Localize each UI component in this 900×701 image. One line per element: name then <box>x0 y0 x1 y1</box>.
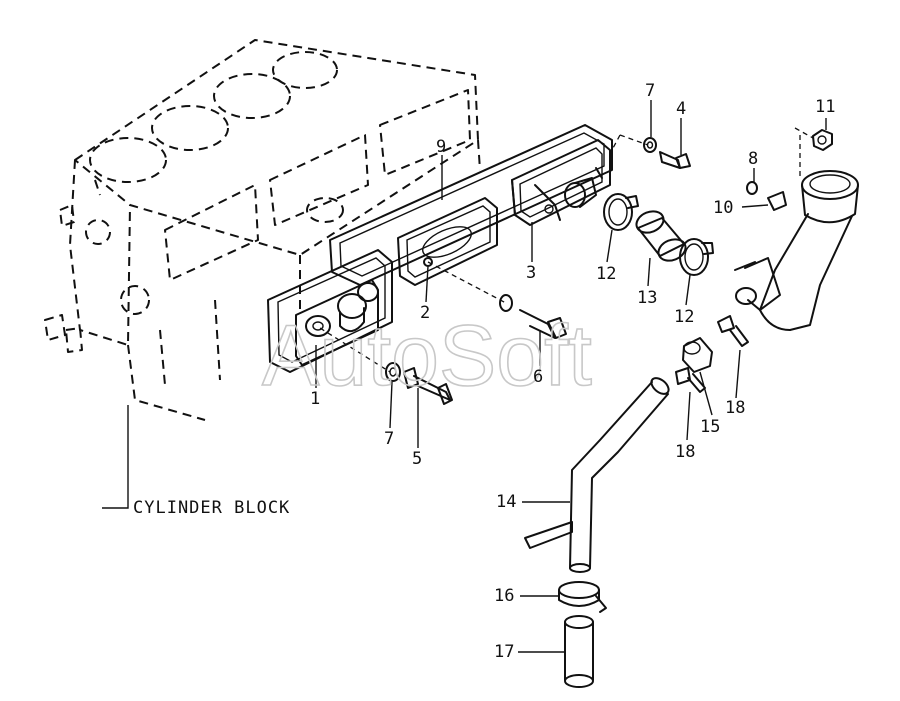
callout-10: 10 <box>713 198 733 218</box>
callout-12-right: 12 <box>674 307 694 327</box>
callout-8: 8 <box>748 149 758 169</box>
callout-17: 17 <box>494 642 514 662</box>
cylinder-block-outline <box>44 39 481 421</box>
part-12-hose-clamp <box>603 193 639 231</box>
part-11-nut <box>812 129 833 151</box>
callout-5: 5 <box>412 449 422 469</box>
part-16-clamp <box>558 581 607 613</box>
part-5-bolt <box>403 367 453 405</box>
callout-13: 13 <box>637 288 657 308</box>
part-6-bolt <box>499 294 567 339</box>
callout-12-left: 12 <box>596 264 616 284</box>
part-1-cover-plate <box>267 249 393 373</box>
callout-11: 11 <box>815 97 835 117</box>
callout-18-left: 18 <box>675 442 695 462</box>
callout-6: 6 <box>533 367 543 387</box>
callout-2: 2 <box>420 303 430 323</box>
part-3-breather-housing <box>511 139 611 226</box>
part-14-tube <box>524 377 670 573</box>
callout-9: 9 <box>436 137 446 157</box>
part-12-hose-clamp-b <box>679 238 714 276</box>
part-4-bolt <box>659 151 691 169</box>
part-17-hose <box>564 615 594 688</box>
part-10-breather-elbow <box>734 170 859 331</box>
part-8-washer <box>746 181 758 195</box>
callout-14: 14 <box>496 492 516 512</box>
leader-lines <box>102 100 827 653</box>
assembly-lines <box>319 127 814 373</box>
part-2-plate <box>397 197 498 286</box>
callout-7-upper: 7 <box>645 81 655 101</box>
watermark-text: AutoSoft <box>262 308 592 404</box>
callout-7-lower: 7 <box>384 429 394 449</box>
part-15-grommet <box>682 337 713 373</box>
callout-labels: 1 2 3 4 5 6 7 7 8 9 10 11 12 12 13 14 15… <box>133 81 835 662</box>
callout-16: 16 <box>494 586 514 606</box>
part-7-washer-b <box>643 137 657 153</box>
part-18-bolt-b <box>675 367 706 393</box>
callout-18-right: 18 <box>725 398 745 418</box>
callout-1: 1 <box>310 389 320 409</box>
callout-15: 15 <box>700 417 720 437</box>
part-18-bolt-a <box>717 315 749 347</box>
callout-3: 3 <box>526 263 536 283</box>
cylinder-block-label: CYLINDER BLOCK <box>133 498 290 518</box>
callout-4: 4 <box>676 99 686 119</box>
